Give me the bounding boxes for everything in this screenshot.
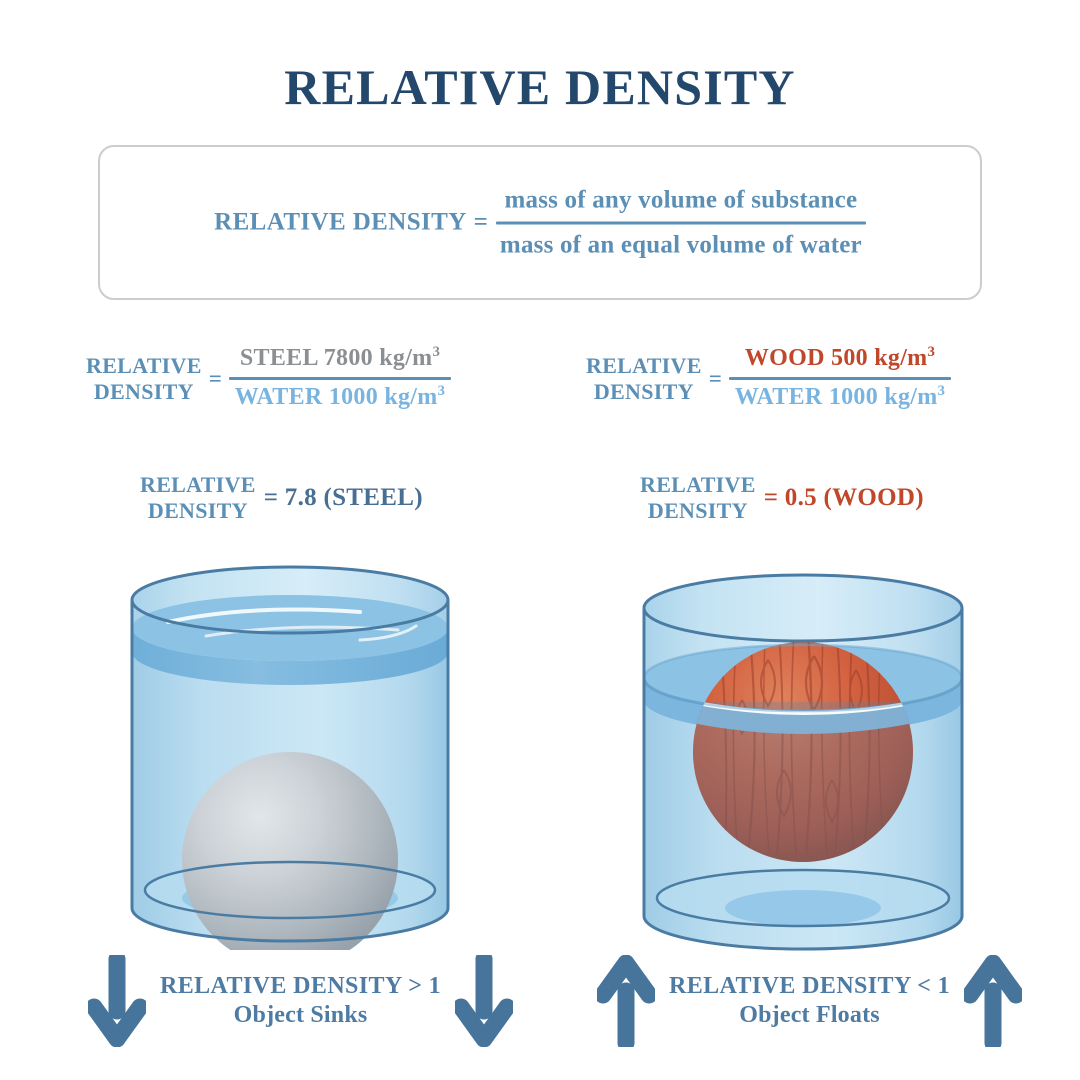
main-formula-label: RELATIVE DENSITY xyxy=(214,208,467,236)
down-arrow-icon xyxy=(455,955,514,1047)
main-formula-fraction: mass of any volume of substance mass of … xyxy=(495,185,866,260)
cylinder-bottom-line xyxy=(655,868,951,928)
wood-fraction: WOOD 500 kg/m3 WATER 1000 kg/m3 xyxy=(728,345,952,413)
wood-numerator-text: WOOD 500 kg/m xyxy=(744,345,928,371)
steel-caption-line1: RELATIVE DENSITY > 1 xyxy=(160,972,442,999)
down-arrow-icon xyxy=(88,955,146,1047)
steel-ratio-equals: = xyxy=(208,366,222,391)
steel-fraction-bar xyxy=(228,377,452,380)
steel-ratio-label: RELATIVE DENSITY xyxy=(86,353,202,404)
wood-result: RELATIVE DENSITY = 0.5 (WOOD) xyxy=(640,472,924,523)
steel-result: RELATIVE DENSITY = 7.8 (STEEL) xyxy=(140,472,423,523)
wood-ratio: RELATIVE DENSITY = WOOD 500 kg/m3 WATER … xyxy=(586,345,952,413)
page-title: RELATIVE DENSITY xyxy=(284,59,796,115)
wood-beaker-illustration xyxy=(618,560,988,965)
steel-ratio-label-line1: RELATIVE xyxy=(86,353,202,379)
steel-denominator-exponent: 3 xyxy=(437,383,446,399)
steel-numerator: STEEL 7800 kg/m3 xyxy=(229,345,452,374)
steel-caption: RELATIVE DENSITY > 1 Object Sinks xyxy=(88,955,514,1047)
wood-fraction-bar xyxy=(728,377,952,380)
waterline-band-on-sphere xyxy=(693,698,913,734)
steel-result-label: RELATIVE DENSITY xyxy=(140,472,256,523)
wood-result-label-line1: RELATIVE xyxy=(640,472,756,497)
water-highlight-1 xyxy=(166,607,362,624)
cylinder-outline xyxy=(130,600,450,943)
water-surface-band xyxy=(132,628,448,685)
wood-denominator-text: WATER 1000 kg/m xyxy=(734,384,938,410)
wood-result-label-line2: DENSITY xyxy=(647,497,748,523)
wood-ratio-label-line1: RELATIVE xyxy=(586,353,702,379)
wood-denominator: WATER 1000 kg/m3 xyxy=(729,384,952,413)
wood-numerator-exponent: 3 xyxy=(927,344,936,360)
wood-caption-line2: Object Floats xyxy=(739,1002,880,1028)
wood-numerator: WOOD 500 kg/m3 xyxy=(729,345,952,374)
cylinder-outline xyxy=(642,608,964,951)
wood-result-value: = 0.5 (WOOD) xyxy=(763,483,924,511)
steel-fraction: STEEL 7800 kg/m3 WATER 1000 kg/m3 xyxy=(228,345,452,413)
wood-ratio-label: RELATIVE DENSITY xyxy=(586,353,702,404)
steel-result-value: = 7.8 (STEEL) xyxy=(263,483,423,511)
wood-caption-text: RELATIVE DENSITY < 1 Object Floats xyxy=(669,972,950,1031)
wood-ratio-label-line2: DENSITY xyxy=(593,379,694,404)
wood-caption-line1: RELATIVE DENSITY < 1 xyxy=(669,972,951,999)
steel-denominator: WATER 1000 kg/m3 xyxy=(229,384,452,413)
sphere-shadow xyxy=(725,890,881,926)
steel-caption-text: RELATIVE DENSITY > 1 Object Sinks xyxy=(160,972,441,1031)
up-arrow-icon xyxy=(597,955,655,1047)
steel-numerator-text: STEEL 7800 kg/m xyxy=(239,345,433,371)
main-formula-box: RELATIVE DENSITY = mass of any volume of… xyxy=(98,145,982,300)
main-formula-denominator: mass of an equal volume of water xyxy=(499,231,862,258)
main-formula-row: RELATIVE DENSITY = mass of any volume of… xyxy=(100,185,980,260)
steel-caption-line2: Object Sinks xyxy=(233,1002,368,1028)
cylinder-bottom-line xyxy=(143,860,437,920)
steel-result-label-line2: DENSITY xyxy=(147,497,248,523)
wood-ratio-equals: = xyxy=(708,366,722,391)
steel-denominator-text: WATER 1000 kg/m xyxy=(234,384,438,410)
steel-ratio: RELATIVE DENSITY = STEEL 7800 kg/m3 WATE… xyxy=(86,345,452,413)
steel-numerator-exponent: 3 xyxy=(432,344,441,360)
up-arrow-icon xyxy=(964,955,1023,1047)
wood-result-label: RELATIVE DENSITY xyxy=(640,472,756,523)
steel-ratio-label-line2: DENSITY xyxy=(93,379,194,404)
wood-caption: RELATIVE DENSITY < 1 Object Floats xyxy=(597,955,1023,1047)
main-formula-bar xyxy=(495,221,866,224)
water-highlight-3 xyxy=(358,624,418,642)
wood-denominator-exponent: 3 xyxy=(937,383,946,399)
main-formula-equals: = xyxy=(473,208,488,236)
steel-result-label-line1: RELATIVE xyxy=(140,472,256,497)
steel-sphere xyxy=(182,752,398,968)
main-formula-numerator: mass of any volume of substance xyxy=(504,186,858,213)
steel-beaker-illustration xyxy=(110,560,470,968)
